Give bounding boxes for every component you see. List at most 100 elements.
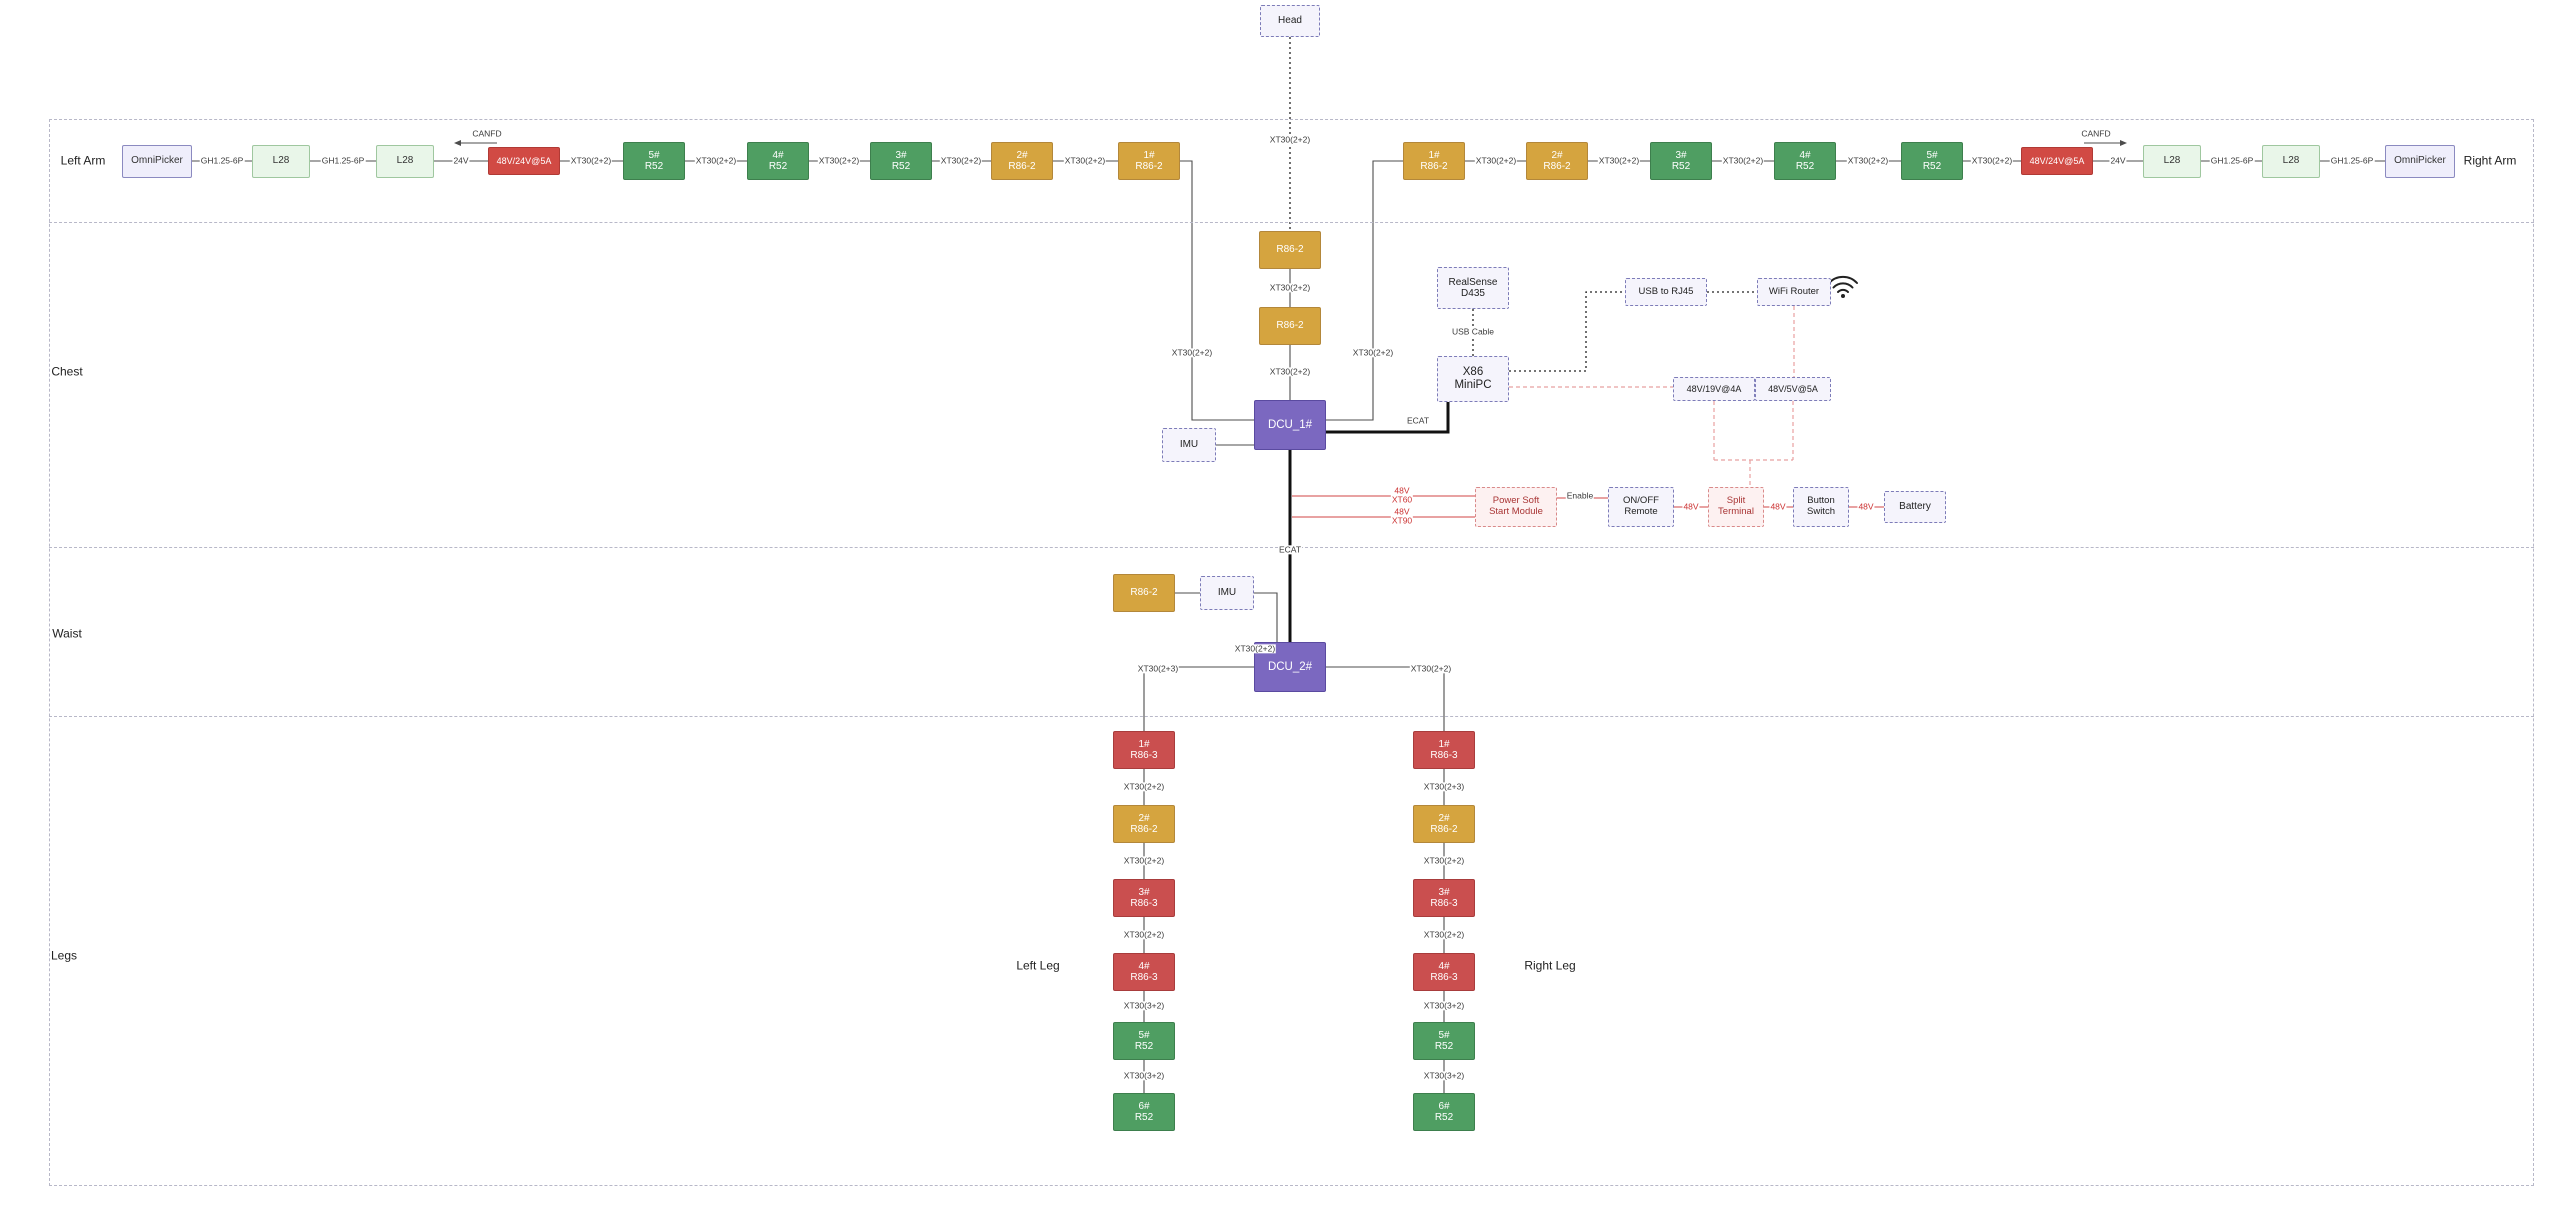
section-label: Chest: [50, 365, 83, 378]
label-line: XT30(2+2): [818, 155, 860, 166]
label-line: GH1.25-6P: [200, 155, 244, 166]
edge-label: GH1.25-6P: [2329, 155, 2375, 166]
node-label: 48V/24V@5A: [496, 155, 552, 166]
label-line: XT30(3+2): [1123, 1070, 1165, 1081]
label-line: XT30(2+2): [570, 155, 612, 166]
label-line: XT30(3+2): [1423, 1070, 1465, 1081]
label-line: 48V: [1770, 501, 1786, 512]
label-line: Right Leg: [1524, 958, 1576, 973]
node-label: 48V/5V@5A: [1768, 383, 1818, 394]
node-right-leg-motor-6: 6#R52: [1413, 1093, 1475, 1131]
node-label: L28: [396, 155, 414, 167]
node-label: R86-2: [1430, 824, 1458, 835]
node-neck-motor-2: R86-2: [1259, 307, 1321, 345]
label-line: XT30(2+2): [1423, 855, 1465, 866]
edge-label: XT30(2+2): [1474, 155, 1518, 166]
node-label: 1#: [1138, 738, 1150, 750]
node-label: R52: [1134, 1112, 1154, 1123]
label-line: XT30(2+2): [1971, 155, 2013, 166]
node-label: R52: [1795, 161, 1815, 172]
label-line: 48V: [1394, 485, 1410, 496]
edge-label: XT30(2+2): [1122, 929, 1166, 940]
wifi-icon-dot: [1841, 294, 1845, 298]
node-label: 3#: [895, 149, 907, 161]
edge-label: XT30(3+2): [1122, 1000, 1166, 1011]
node-left-leg-motor-1: 1#R86-3: [1113, 731, 1175, 769]
node-right-leg-motor-3: 3#R86-3: [1413, 879, 1475, 917]
node-psu-24v-left: 48V/24V@5A: [488, 147, 560, 175]
label-line: XT30(2+3): [1137, 663, 1179, 674]
label-line: USB Cable: [1451, 326, 1495, 337]
label-line: GH1.25-6P: [2330, 155, 2374, 166]
edge-label: XT30(2+2): [1268, 134, 1312, 145]
edge-label: GH1.25-6P: [199, 155, 245, 166]
node-label: RealSense: [1448, 276, 1498, 288]
label-line: XT90: [1391, 516, 1413, 526]
node-left-leg-motor-4: 4#R86-3: [1113, 953, 1175, 991]
node-label: 2#: [1016, 149, 1028, 161]
label-line: Enable: [1566, 490, 1594, 501]
node-right-arm-motor-2: 2#R86-2: [1526, 142, 1588, 180]
node-label: DCU_2#: [1267, 660, 1313, 673]
node-psu-19v: 48V/19V@4A: [1673, 377, 1755, 401]
node-label: L28: [272, 155, 290, 167]
label-line: Legs: [50, 948, 78, 963]
edge-label: XT30(2+2): [1233, 643, 1277, 654]
node-label: DCU_1#: [1267, 418, 1313, 431]
label-line: XT30(2+2): [695, 155, 737, 166]
label-line: XT30(2+2): [1598, 155, 1640, 166]
edge-label: XT30(3+2): [1422, 1000, 1466, 1011]
node-label: R86-3: [1430, 898, 1458, 909]
edge-label: XT30(2+2): [569, 155, 613, 166]
node-label: 4#: [1438, 960, 1450, 972]
node-label: R86-3: [1130, 750, 1158, 761]
node-right-leg-motor-1: 1#R86-3: [1413, 731, 1475, 769]
label-line: 48V: [1683, 501, 1699, 512]
node-imu-waist: IMU: [1200, 576, 1254, 610]
edge-wire: [1326, 402, 1450, 434]
edge-label: XT30(2+2): [1122, 855, 1166, 866]
node-label: D435: [1461, 288, 1485, 299]
label-line: ECAT: [1406, 415, 1430, 426]
node-label: 3#: [1438, 886, 1450, 898]
edge-label: Enable: [1565, 490, 1595, 501]
node-label: 48V/24V@5A: [2029, 155, 2085, 166]
outer-frame: [49, 119, 2534, 1186]
edge-label: XT30(2+2): [1597, 155, 1641, 166]
label-line: XT30(2+2): [1847, 155, 1889, 166]
node-label: R86-2: [1130, 587, 1158, 599]
node-label: R86-2: [1543, 161, 1571, 172]
edge-label: 24V: [452, 155, 470, 166]
node-label: 5#: [1138, 1029, 1150, 1041]
label-line: XT30(2+2): [1475, 155, 1517, 166]
node-usb-to-rj45: USB to RJ45: [1625, 278, 1707, 306]
edge-wire: [1509, 291, 1625, 372]
edge-label: ECAT: [1277, 544, 1303, 555]
label-line: 48V: [1858, 501, 1874, 512]
node-right-leg-motor-4: 4#R86-3: [1413, 953, 1475, 991]
label-line: XT30(2+2): [1064, 155, 1106, 166]
edge-label: XT30(2+2): [1970, 155, 2014, 166]
node-right-leg-motor-2: 2#R86-2: [1413, 805, 1475, 843]
label-line: XT30(2+2): [1423, 929, 1465, 940]
node-l28-left-1: L28: [252, 144, 310, 178]
node-l28-right-1: L28: [2143, 144, 2201, 178]
node-label: 5#: [1438, 1029, 1450, 1041]
node-label: R86-3: [1430, 750, 1458, 761]
node-label: R86-3: [1130, 898, 1158, 909]
wifi-icon-arc: [1832, 282, 1854, 289]
edge-label: XT30(2+2): [694, 155, 738, 166]
node-label: 4#: [772, 149, 784, 161]
node-label: R52: [891, 161, 911, 172]
node-label: Battery: [1899, 501, 1931, 513]
node-label: 1#: [1438, 738, 1450, 750]
edge-label: XT30(3+2): [1122, 1070, 1166, 1081]
node-psu-5v: 48V/5V@5A: [1755, 377, 1831, 401]
section-label: Legs: [50, 949, 78, 962]
node-label: L28: [2282, 155, 2300, 167]
